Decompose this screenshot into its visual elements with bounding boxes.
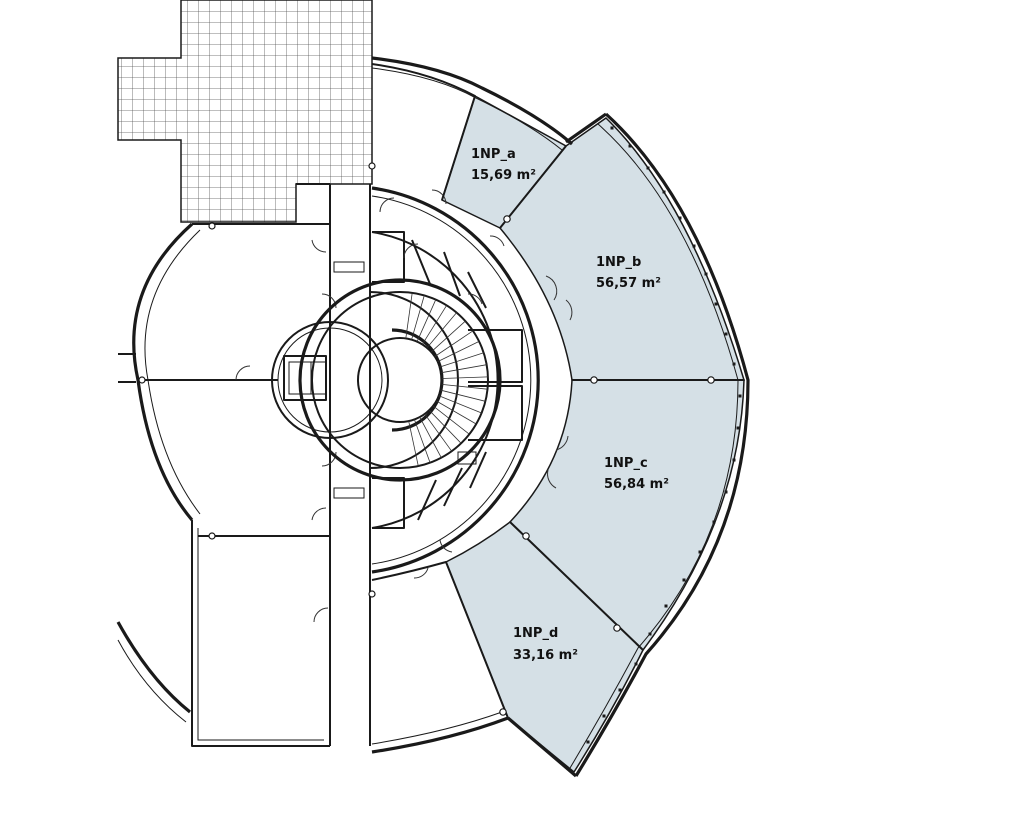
facade-mullion xyxy=(586,740,590,744)
unit-1np-c-name: 1NP_c xyxy=(604,456,648,471)
unit-1np-d-name: 1NP_d xyxy=(513,626,558,641)
facade-mullion xyxy=(712,520,716,524)
stair-tread xyxy=(428,409,462,444)
stair-tread xyxy=(416,299,437,342)
unit-1np-b-size: 56,57 m² xyxy=(596,276,661,291)
facade-mullion xyxy=(682,578,686,582)
stair-tread xyxy=(419,416,442,458)
facade-mullion xyxy=(634,662,638,666)
east-wing xyxy=(368,56,750,778)
unit-1np-a-name: 1NP_a xyxy=(471,147,516,162)
unit-1np-d-size: 33,16 m² xyxy=(513,648,578,663)
stair-tread xyxy=(414,419,431,463)
stair-tread xyxy=(438,395,482,414)
stair-tread xyxy=(424,413,453,452)
facade-mullion xyxy=(732,362,736,366)
facade-mullion xyxy=(648,632,652,636)
unit-1np-c-size: 56,84 m² xyxy=(604,477,669,492)
stair-tread xyxy=(439,352,484,368)
facade-mullion xyxy=(738,394,742,398)
stair-tread xyxy=(441,376,488,379)
facade-mullion xyxy=(692,244,696,248)
stair-tread xyxy=(441,364,487,374)
unit-1np-d-area[interactable] xyxy=(445,521,644,774)
stair-tread xyxy=(437,341,480,362)
unit-1np-b-name: 1NP_b xyxy=(596,255,641,270)
unit-1np-a-size: 15,69 m² xyxy=(471,168,536,183)
stair-tread xyxy=(434,330,474,357)
facade-mullion xyxy=(618,688,622,692)
stair-tread xyxy=(432,405,470,435)
stair-tread xyxy=(408,421,419,467)
facade-mullion xyxy=(678,216,682,220)
west-wing xyxy=(116,222,330,747)
facade-mullion xyxy=(628,144,632,148)
stair-tread xyxy=(421,305,447,345)
stair-tread xyxy=(430,320,466,353)
facade-mullion xyxy=(732,458,736,462)
stair-tread xyxy=(411,295,425,340)
stair-tread xyxy=(436,400,477,425)
stair-tread xyxy=(441,384,488,390)
stair-tread xyxy=(405,292,413,339)
facade-mullion xyxy=(610,126,614,130)
facade-mullion xyxy=(724,490,728,494)
facade-mullion xyxy=(662,190,666,194)
facade-mullion xyxy=(704,272,708,276)
facade-mullion xyxy=(602,714,606,718)
facade-mullion xyxy=(698,550,702,554)
unit-labels: 1NP_a 15,69 m² 1NP_b 56,57 m² 1NP_c 56,8… xyxy=(471,147,669,663)
stair-tread xyxy=(440,389,486,402)
facade-mullion xyxy=(736,426,740,430)
facade-mullion xyxy=(646,166,650,170)
facade-mullion xyxy=(714,302,718,306)
stair-tread xyxy=(426,312,457,349)
terrace xyxy=(117,0,373,223)
ring-corridor xyxy=(371,186,573,574)
facade-mullion xyxy=(724,332,728,336)
spiral-stair xyxy=(298,278,502,482)
central-core xyxy=(271,183,447,746)
facade-mullion xyxy=(664,604,668,608)
unit-1np-b-area[interactable] xyxy=(499,117,746,381)
